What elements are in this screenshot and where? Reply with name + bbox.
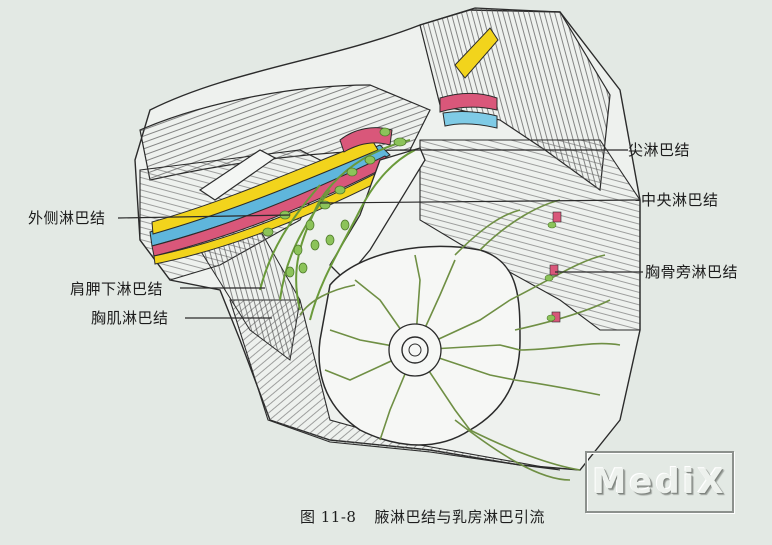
figure-title: 腋淋巴结与乳房淋巴引流 [374,508,545,526]
label-subscapular-nodes: 肩胛下淋巴结 [70,280,164,298]
lymph-nodes [262,127,407,278]
tendon-band [198,149,277,201]
pectoralis-major [419,139,641,331]
label-lateral-nodes: 外侧淋巴结 [28,209,106,227]
label-central-nodes: 中央淋巴结 [641,191,719,209]
figure-number: 图 11-8 [300,508,357,526]
neck-vein [442,111,498,129]
parasternal-nodes [544,211,562,323]
figure-caption: 图 11-8 腋淋巴结与乳房淋巴引流 [300,506,545,527]
neck-artery [439,93,498,113]
nipple-center [408,343,422,357]
label-apical-nodes: 尖淋巴结 [628,141,691,159]
axillary-lymphatics [259,139,416,321]
leader-central [319,199,641,204]
leader-lateral [117,214,291,219]
serratus-lower [229,299,561,471]
upper-artery [339,127,393,153]
neck-nerve [454,27,499,79]
label-pectoral-nodes: 胸肌淋巴结 [91,309,169,327]
leader-lines [117,149,643,319]
watermark-logo: MediX [585,451,734,513]
label-parasternal-nodes: 胸骨旁淋巴结 [645,263,739,281]
nipple [401,336,429,364]
breast-lymphatics [299,199,621,481]
